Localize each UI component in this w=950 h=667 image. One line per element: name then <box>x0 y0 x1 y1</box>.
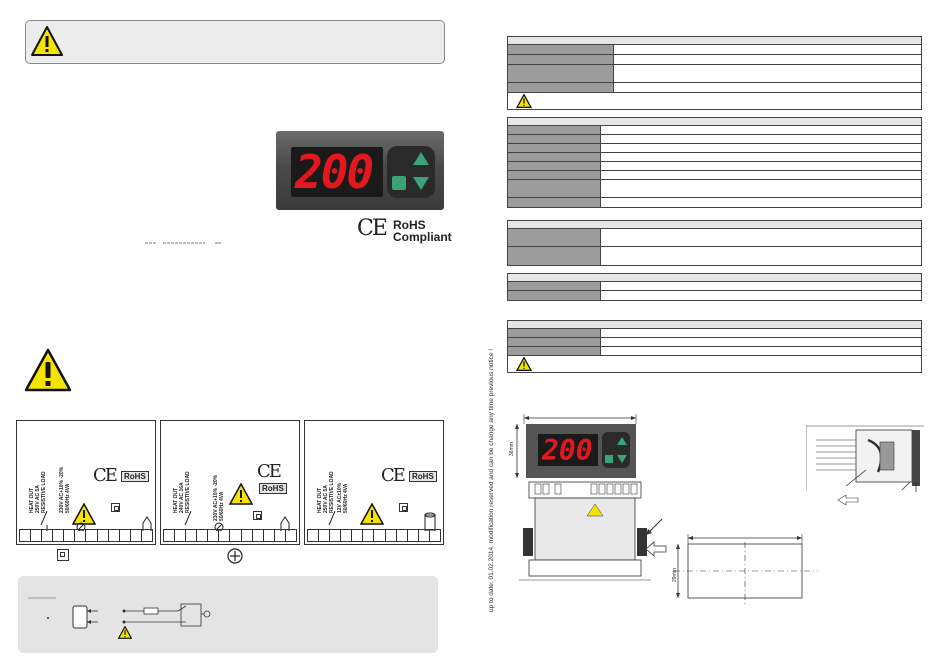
rohs-mark: RoHS Compliant <box>393 219 452 243</box>
wiring-symbols <box>40 510 152 531</box>
spec-table-3 <box>507 220 922 266</box>
svg-text:200: 200 <box>541 434 593 467</box>
table-row <box>508 338 921 347</box>
table-row <box>508 247 921 265</box>
warning-icon <box>360 503 384 525</box>
table-row <box>508 180 921 198</box>
up-arrow-icon[interactable] <box>413 152 429 165</box>
table-row <box>508 291 921 300</box>
rohs-badge: RoHS <box>259 483 287 494</box>
ce-mark: CE <box>357 216 388 241</box>
table-header <box>508 221 921 229</box>
spec-table-4 <box>507 273 922 301</box>
sensor-probe-icon <box>227 548 243 564</box>
table-row <box>508 153 921 162</box>
display-value: 200 <box>295 145 374 199</box>
table-row <box>508 347 921 356</box>
table-row <box>508 171 921 180</box>
panel-cutout-drawing <box>674 534 818 606</box>
side-view-drawing <box>806 425 924 506</box>
led-display: 200 <box>291 147 383 197</box>
front-height-dimension: 36mm <box>509 442 515 456</box>
connection-diagram <box>28 597 211 629</box>
table-row <box>508 55 921 65</box>
set-key-icon[interactable] <box>392 176 406 190</box>
underline-placeholder <box>145 242 221 244</box>
table-row <box>508 282 921 291</box>
warning-icon <box>118 626 132 639</box>
table-row <box>508 83 921 93</box>
ce-mark: CE <box>257 461 282 482</box>
clip-arrow-icon <box>645 518 667 557</box>
wiring-panel-1: HEAT OUT 250V AC 5A RESISTIVE LOAD 230V … <box>16 420 156 545</box>
double-insulation-icon <box>57 549 69 561</box>
wiring-panel-2: HEAT OUT 240V AC 16A RESISTIVE LOAD 230V… <box>160 420 300 545</box>
rear-view-drawing <box>519 481 655 581</box>
table-row <box>508 135 921 144</box>
rohs-label: RoHS <box>393 218 426 232</box>
cutout-height-dimension: 29mm <box>672 568 678 582</box>
wiring-panel-3: HEAT OUT 250V AC 5A RESISTIVE LOAD 12V A… <box>304 420 444 545</box>
front-view-drawing: 200 <box>515 414 637 478</box>
table-row <box>508 229 921 247</box>
spec-table-1 <box>507 36 922 110</box>
table-row <box>508 93 921 109</box>
ce-mark: CE <box>381 465 406 486</box>
down-arrow-icon[interactable] <box>413 177 429 190</box>
warning-icon <box>24 348 72 392</box>
table-row <box>508 65 921 83</box>
wiring-symbols <box>184 510 290 531</box>
warning-icon <box>31 26 63 56</box>
controller-display: 200 <box>276 131 444 210</box>
table-header <box>508 274 921 282</box>
table-row <box>508 45 921 55</box>
table-header <box>508 118 921 126</box>
table-row <box>508 144 921 153</box>
rohs-compliant-label: Compliant <box>393 230 452 244</box>
revision-note: up to date: 01.02.2014, modification res… <box>488 348 495 612</box>
warning-icon <box>516 357 532 371</box>
table-row <box>508 329 921 338</box>
terminal-strip <box>163 529 297 542</box>
rohs-badge: RoHS <box>409 471 437 482</box>
rohs-badge: RoHS <box>121 471 149 482</box>
spec-table-2 <box>507 117 922 208</box>
warning-banner <box>25 20 445 64</box>
table-header <box>508 37 921 45</box>
terminal-strip <box>307 529 441 542</box>
table-row <box>508 162 921 171</box>
double-insulation-icon <box>399 503 408 512</box>
table-header <box>508 321 921 329</box>
double-insulation-icon <box>111 503 120 512</box>
spec-table-5 <box>507 320 922 373</box>
warning-icon <box>229 483 253 505</box>
table-row <box>508 356 921 372</box>
connection-diagram-box <box>18 576 438 653</box>
table-row <box>508 126 921 135</box>
table-row <box>508 198 921 207</box>
terminal-strip <box>19 529 153 542</box>
ce-mark: CE <box>93 465 118 486</box>
warning-icon <box>516 94 532 108</box>
wiring-symbols <box>328 510 436 531</box>
keypad <box>387 146 435 198</box>
double-insulation-icon <box>253 511 262 520</box>
